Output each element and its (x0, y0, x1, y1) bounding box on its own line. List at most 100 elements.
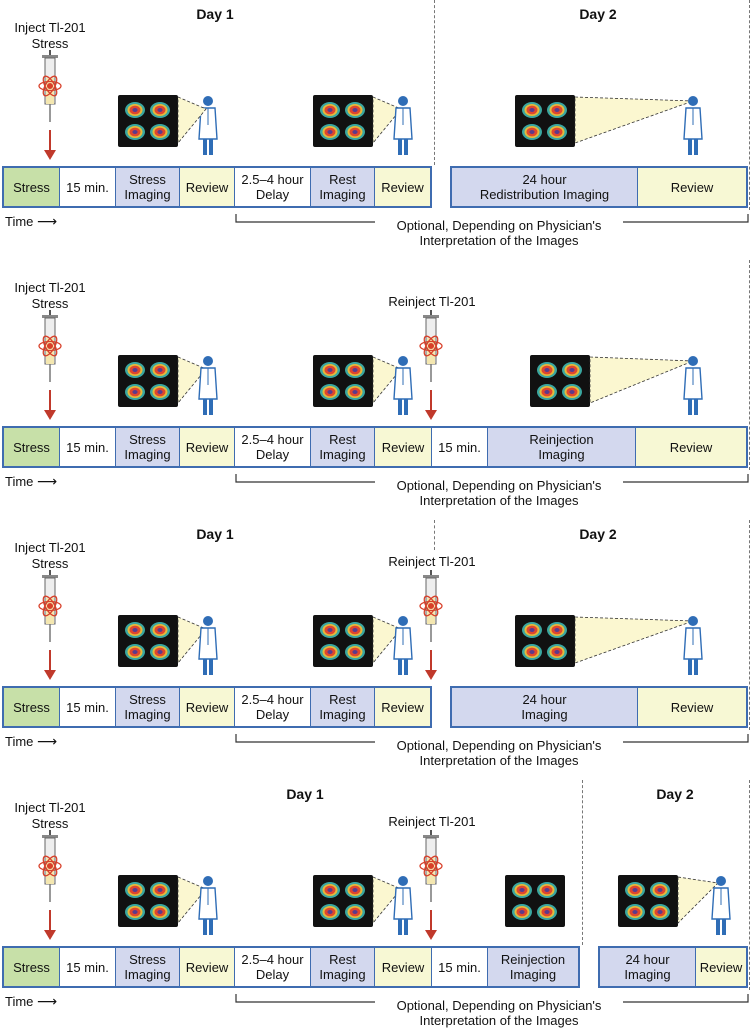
syringe-icon (418, 310, 444, 422)
view-beam (372, 95, 403, 147)
scan-image-icon (530, 355, 590, 407)
segment-wait: 15 min. (60, 428, 116, 466)
scan-image-icon (118, 95, 178, 147)
view-beam (177, 615, 208, 667)
segment-wait: 15 min. (432, 428, 488, 466)
physician-icon (680, 615, 706, 677)
segment-stress: Stress (4, 948, 60, 986)
syringe-icon (418, 830, 444, 942)
physician-icon (390, 95, 416, 157)
segment-review: Review (375, 948, 432, 986)
time-axis-label: Time ⟶ (5, 213, 58, 229)
view-beam (574, 615, 695, 667)
day2-label: Day 2 (579, 526, 617, 542)
right-divider (749, 520, 750, 730)
view-beam (589, 355, 695, 407)
day-divider (434, 0, 435, 165)
day1-label: Day 1 (196, 526, 234, 542)
scan-image-icon (118, 615, 178, 667)
scan-image-icon (118, 875, 178, 927)
right-divider (749, 780, 750, 990)
day1-label: Day 1 (196, 6, 234, 22)
physician-icon (680, 95, 706, 157)
segment-wait: 15 min. (60, 688, 116, 726)
scan-image-icon (313, 615, 373, 667)
segment-wait: 15 min. (432, 948, 488, 986)
scan-image-icon (313, 355, 373, 407)
physician-icon (708, 875, 734, 937)
syringe-icon (37, 310, 63, 422)
reinject-label: Reinject Tl-201 (388, 294, 476, 309)
physician-icon (195, 875, 221, 937)
segment-review: Review (375, 168, 430, 206)
right-divider (749, 260, 750, 470)
day-divider (434, 520, 435, 550)
physician-icon (390, 355, 416, 417)
syringe-icon (37, 570, 63, 682)
reinject-label: Reinject Tl-201 (388, 814, 476, 829)
segment-stress: Stress (4, 168, 60, 206)
segment-review: Review (636, 428, 746, 466)
syringe-icon (37, 50, 63, 162)
physician-icon (390, 615, 416, 677)
day2-label: Day 2 (656, 786, 694, 802)
physician-icon (195, 355, 221, 417)
scan-image-icon (313, 95, 373, 147)
segment-review: Review (180, 688, 235, 726)
physician-icon (195, 615, 221, 677)
physician-icon (390, 875, 416, 937)
view-beam (372, 615, 403, 667)
physician-icon (195, 95, 221, 157)
segment-wait: 15 min. (60, 168, 116, 206)
time-axis-label: Time ⟶ (5, 733, 58, 749)
scan-image-icon (505, 875, 565, 927)
day2-label: Day 2 (579, 6, 617, 22)
scan-image-icon (313, 875, 373, 927)
view-beam (574, 95, 695, 147)
time-axis-label: Time ⟶ (5, 993, 58, 1009)
segment-stress: Stress (4, 428, 60, 466)
reinject-label: Reinject Tl-201 (388, 554, 476, 569)
segment-review: Review (180, 428, 235, 466)
segment-review: Review (180, 948, 235, 986)
view-beam (177, 875, 208, 927)
segment-review: Review (375, 688, 430, 726)
segment-review: Review (375, 428, 432, 466)
syringe-icon (418, 570, 444, 682)
view-beam (372, 875, 403, 927)
day1-label: Day 1 (286, 786, 324, 802)
scan-image-icon (515, 615, 575, 667)
segment-review: Review (638, 688, 746, 726)
time-axis-label: Time ⟶ (5, 473, 58, 489)
view-beam (372, 355, 403, 407)
view-beam (177, 355, 208, 407)
